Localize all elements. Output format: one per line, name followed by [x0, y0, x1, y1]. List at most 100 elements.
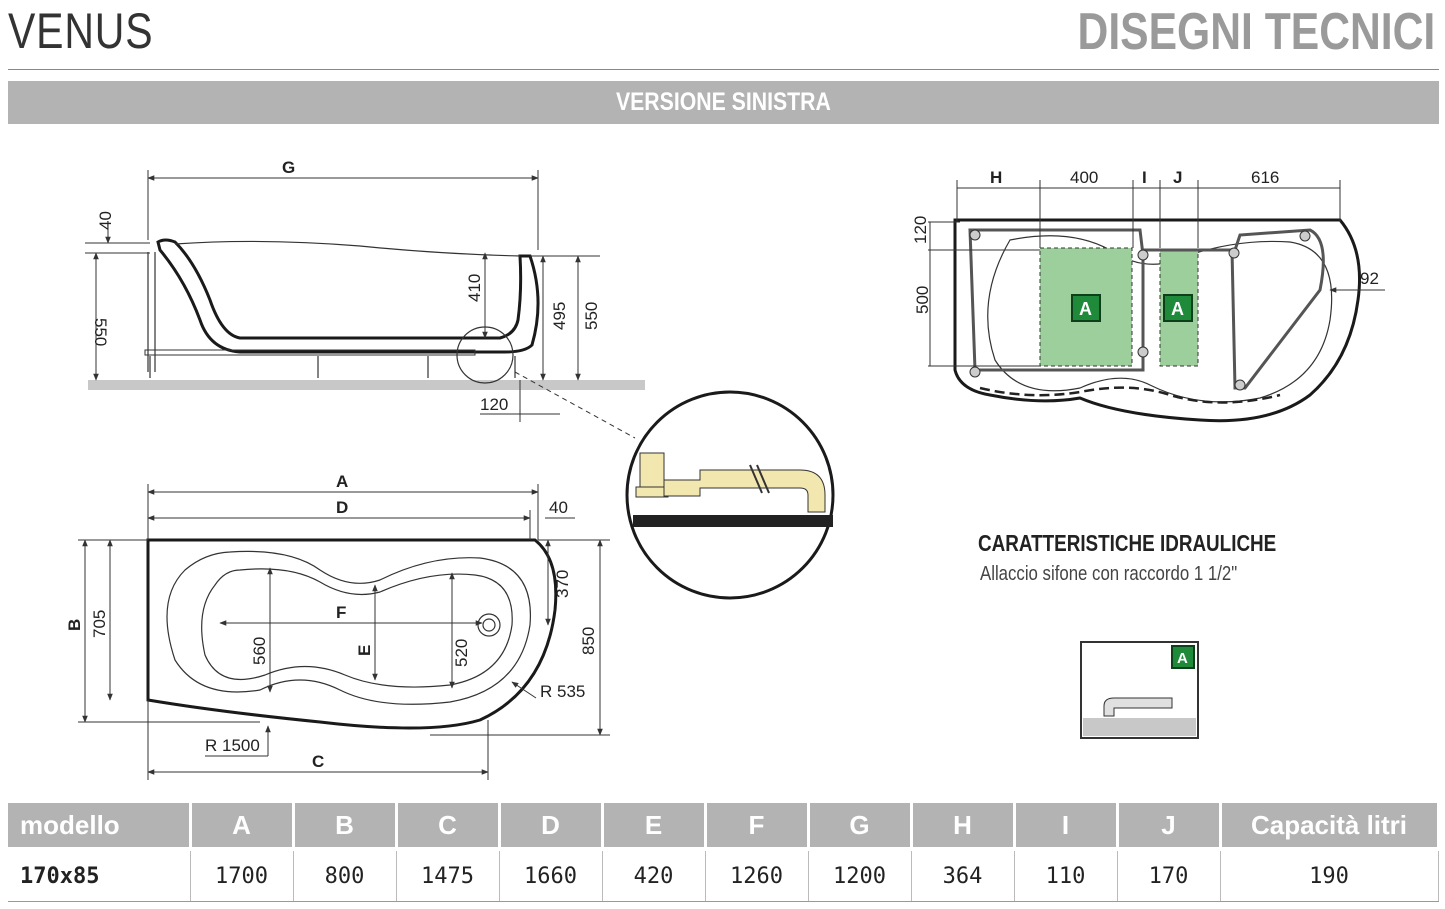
drain-hole [477, 613, 501, 637]
detail-trap [639, 452, 665, 488]
dim-560-label: 560 [250, 637, 269, 665]
dim-c-label: C [312, 752, 324, 771]
joint-1 [1137, 249, 1149, 261]
detail-leader [514, 371, 636, 439]
col-header-capacity: Capacità litri [1220, 803, 1440, 849]
version-bar: VERSIONE SINISTRA [8, 81, 1439, 124]
joint-2 [1137, 346, 1149, 358]
dim-520-label: 520 [452, 639, 471, 667]
product-name: VENUS [8, 3, 154, 59]
dim-850-label: 850 [579, 627, 598, 655]
col-header-j: J [1117, 803, 1222, 849]
zone-a-1-label: A [1079, 299, 1092, 319]
dim-a-label: A [336, 472, 348, 491]
cell-g: 1200 [808, 847, 912, 902]
frame-tube-left [968, 228, 1145, 372]
col-header-c: C [396, 803, 501, 849]
col-header-a: A [190, 803, 295, 849]
joint-4 [1234, 379, 1246, 391]
cell-d: 1660 [499, 847, 603, 902]
basin-inner [201, 568, 513, 688]
dim-f-label: F [336, 603, 346, 622]
dim-495-label: 495 [550, 302, 569, 330]
spec-header-row: modello A B C D E F G H I J Capacità lit… [8, 803, 1440, 849]
dim-550-left-label: 550 [91, 318, 110, 346]
hydraulics-description: Allaccio sifone con raccordo 1 1/2" [980, 563, 1238, 585]
dim-92-label: 92 [1360, 269, 1379, 288]
col-header-h: H [911, 803, 1016, 849]
dim-i-label: I [1142, 168, 1147, 187]
cell-i: 110 [1014, 847, 1118, 902]
cell-e: 420 [602, 847, 706, 902]
hydraulic-detail-box: A [1080, 641, 1199, 739]
dim-40-label: 40 [96, 211, 115, 230]
detail-box-floor [1083, 718, 1196, 736]
dim-550-right-label: 550 [582, 302, 601, 330]
detail-pipe [663, 469, 826, 513]
zone-a-1-badge [1071, 294, 1101, 322]
zone-a-2-badge [1163, 294, 1193, 322]
frame-tube-right [1143, 228, 1325, 390]
r535-label: R 535 [540, 682, 585, 701]
frame-dashed-edge [979, 386, 1281, 404]
cell-f: 1260 [705, 847, 809, 902]
dim-g-label: G [282, 158, 295, 177]
dim-j-label: J [1173, 168, 1182, 187]
joint-6 [1299, 230, 1311, 242]
hydraulics-title: CARATTERISTICHE IDRAULICHE [978, 530, 1277, 556]
tub-shell [156, 238, 540, 354]
detail-trap-base [635, 486, 669, 498]
section-title: DISEGNI TECNICI [1077, 3, 1435, 61]
basin-outer [166, 550, 532, 705]
cell-h: 364 [911, 847, 1015, 902]
dim-616-label: 616 [1251, 168, 1279, 187]
detail-box-badge-label: A [1177, 650, 1188, 667]
joint-5 [969, 229, 981, 241]
frame-view: A A H 400 I J 616 120 500 [911, 168, 1385, 423]
dim-400-label: 400 [1070, 168, 1098, 187]
dim-120b-label: 120 [911, 216, 930, 244]
cell-b: 800 [293, 847, 397, 902]
drain-hole-inner [482, 618, 496, 632]
detail-floor [633, 515, 833, 527]
dim-b-label: B [65, 619, 84, 631]
tub-rim [174, 240, 521, 257]
cell-modello: 170x85 [8, 847, 191, 902]
detail-box-pipe [1103, 697, 1173, 717]
dim-705-label: 705 [90, 610, 109, 638]
col-header-i: I [1014, 803, 1119, 849]
col-header-modello: modello [8, 803, 192, 849]
detail-cut [749, 464, 763, 494]
floor [88, 380, 645, 390]
dim-410-label: 410 [465, 274, 484, 302]
drain-detail [625, 390, 835, 600]
col-header-d: D [499, 803, 604, 849]
frame-outline [953, 218, 1362, 423]
top-view: A D 40 B 705 F 560 E 520 370 850 R 535 [65, 472, 610, 780]
dim-370-label: 370 [553, 570, 572, 598]
dim-d-label: D [336, 498, 348, 517]
detail-circle [625, 390, 835, 600]
joint-7 [969, 366, 981, 378]
detail-cut-2 [756, 464, 770, 494]
table-row: 170x85 1700 800 1475 1660 420 1260 1200 … [8, 847, 1439, 902]
cell-a: 1700 [190, 847, 294, 902]
col-header-b: B [293, 803, 398, 849]
zone-a-2-label: A [1171, 299, 1184, 319]
r1500-label: R 1500 [205, 736, 260, 755]
col-header-f: F [705, 803, 810, 849]
side-view: G 40 550 410 495 550 120 [85, 158, 645, 439]
tub-outline [146, 538, 558, 730]
dim-500-label: 500 [913, 286, 932, 314]
cell-capacity: 190 [1220, 847, 1439, 902]
version-label: VERSIONE SINISTRA [616, 88, 831, 116]
dim-120-label: 120 [480, 395, 508, 414]
cell-c: 1475 [396, 847, 500, 902]
spec-table: modello A B C D E F G H I J Capacità lit… [8, 803, 1440, 902]
header-divider [8, 69, 1439, 70]
col-header-g: G [808, 803, 913, 849]
dim-e-label: E [355, 645, 374, 656]
col-header-e: E [602, 803, 707, 849]
dim-h-label: H [990, 168, 1002, 187]
